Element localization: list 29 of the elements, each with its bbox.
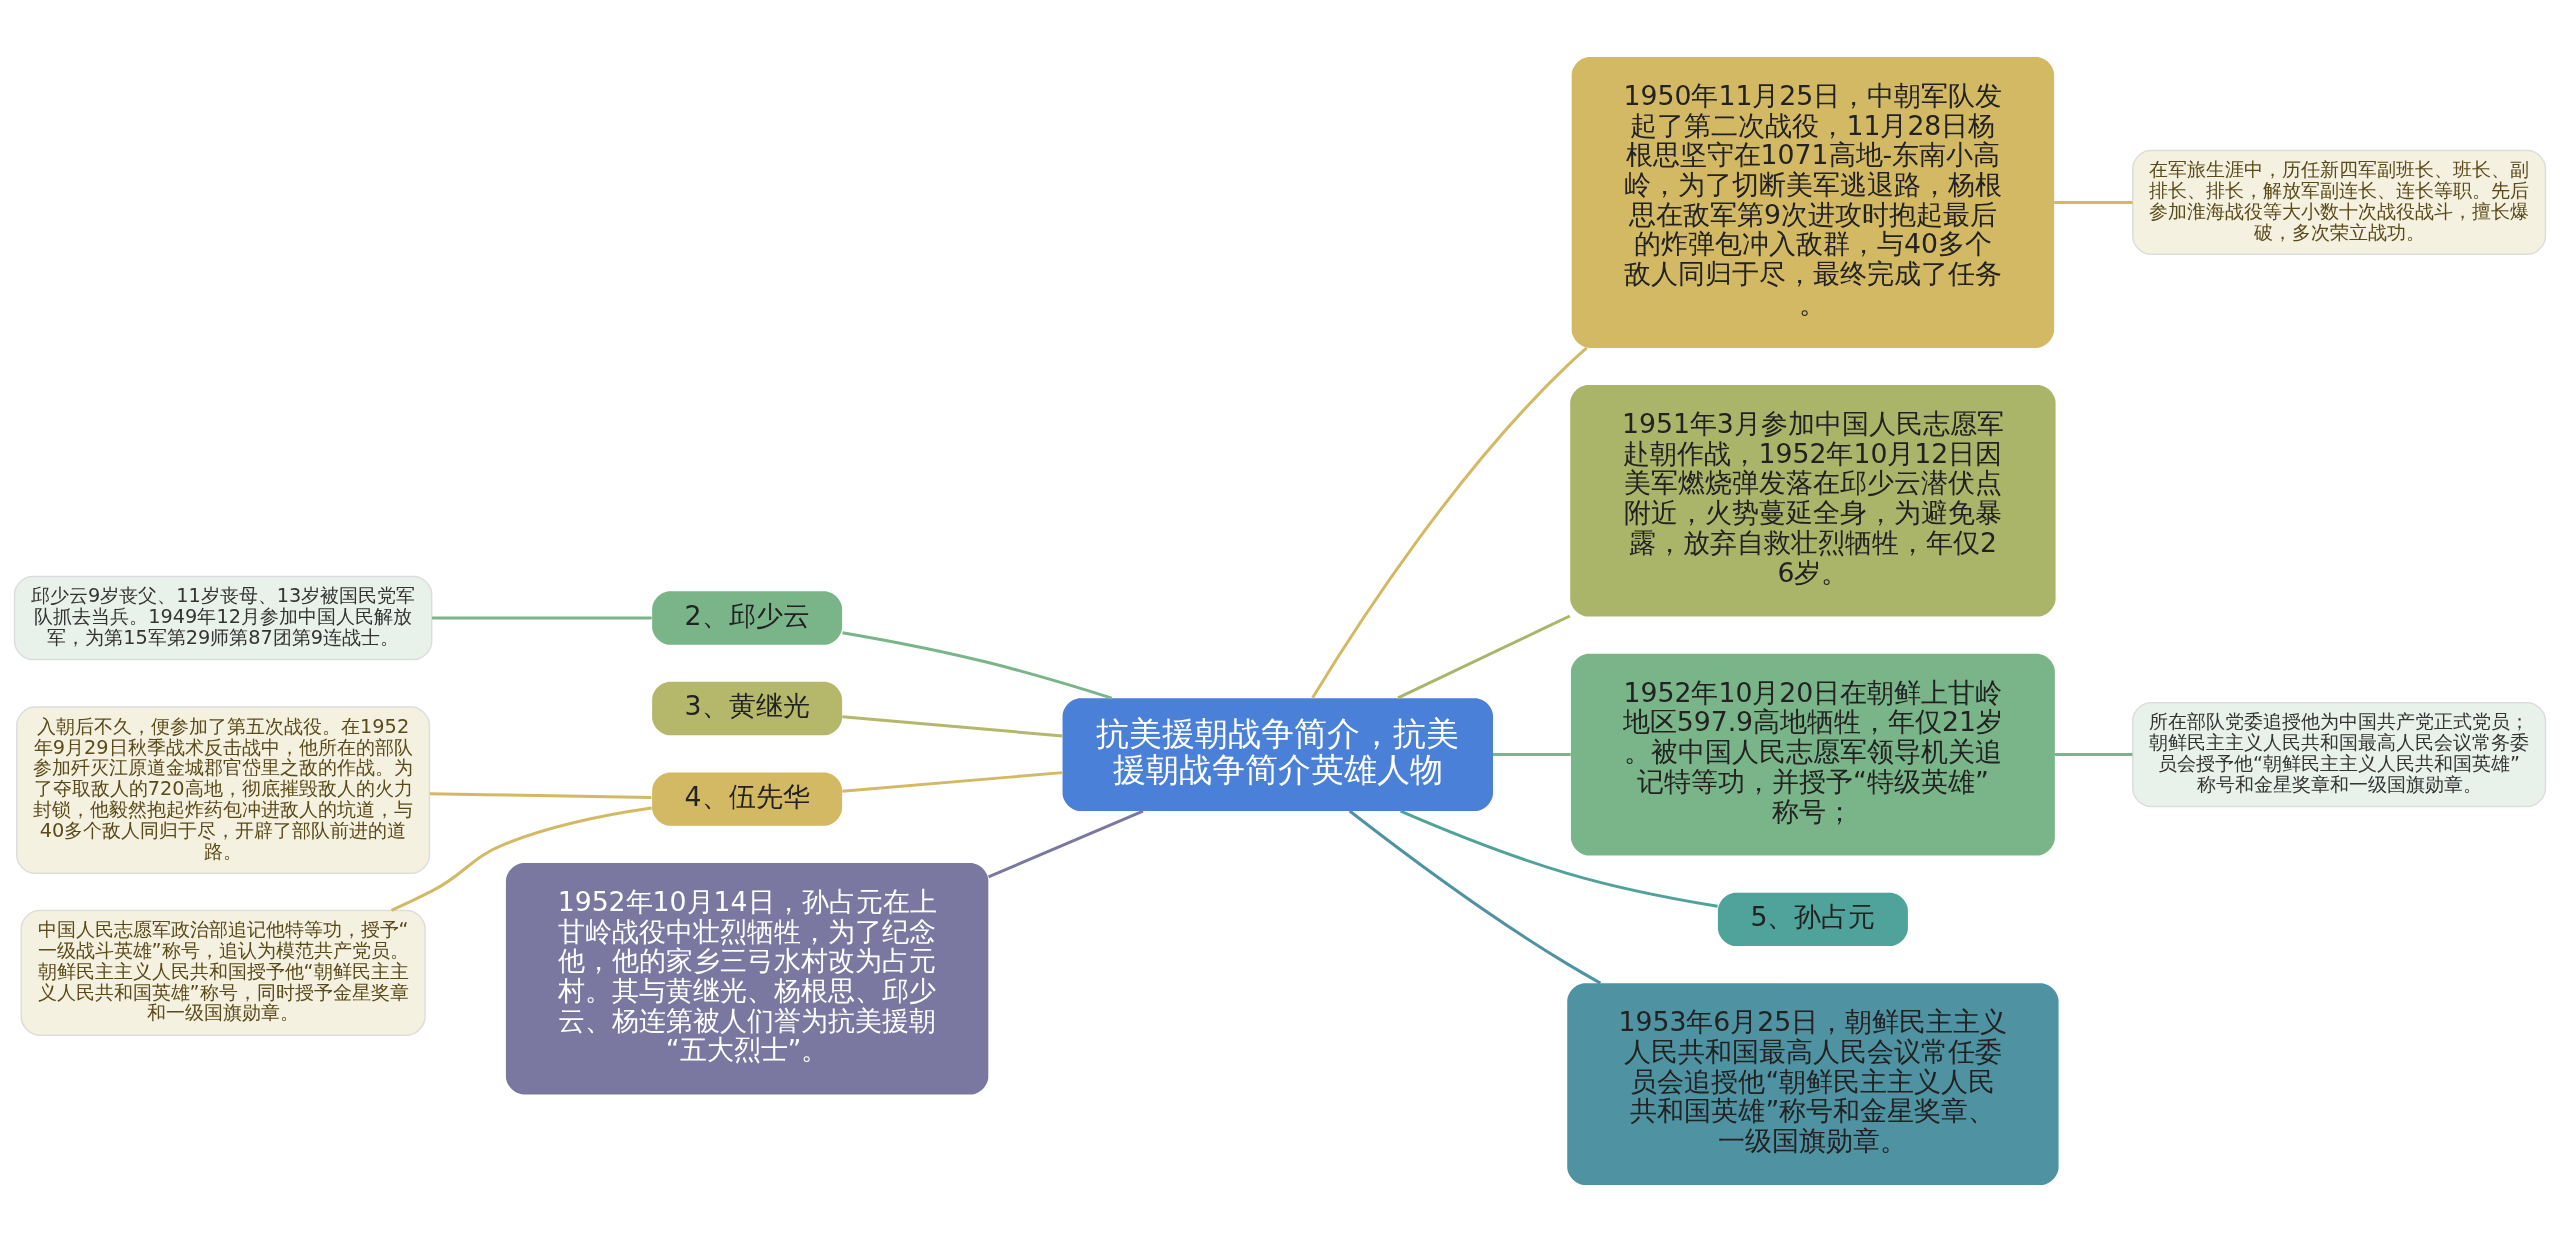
node-box: 3、黄继光 [652, 681, 843, 735]
node-box: 在军旅生涯中，历任新四军副班长、班长、副排长、排长，解放军副连长、连长等职。先后参加淮海战役等大小数十次战役战斗，擅长爆破，多次荣立战功。 [2132, 149, 2547, 255]
node-box: 1952年10月14日，孙占元在上甘岭战役中壮烈牺牲，为了纪念他，他的家乡三弓水村改为占元村。其与黄继光、杨根思、邱少云、杨连第被人们誉为抗美援朝“五大烈士”。 [505, 862, 989, 1094]
node-box: 5、孙占元 [1717, 892, 1908, 946]
connector [842, 714, 1063, 737]
node-box: 邱少云9岁丧父、11岁丧母、13岁被国民党军队抓去当兵。1949年12月参加中国人民解放军，为第15军第29师第87团第9连战士。 [13, 575, 433, 660]
node-box: 4、伍先华 [652, 771, 843, 826]
connector [2054, 752, 2133, 756]
connector [987, 809, 1144, 878]
connector [842, 630, 1113, 699]
node-box: 2、邱少云 [652, 590, 843, 645]
connector [432, 616, 652, 619]
connector [1348, 809, 1602, 984]
connector [390, 806, 652, 912]
node-box: 所在部队党委追授他为中国共产党正式党员；朝鲜民主主义人民共和国最高人民会议常务委员会授予他“朝鲜民主主义人民共和国英雄”称号和金星奖章和一级国旗勋章。 [2132, 701, 2547, 807]
connector [1311, 346, 1588, 698]
node-box: 抗美援朝战争简介，抗美援朝战争简介英雄人物 [1062, 697, 1493, 811]
node-box: 入朝后不久，便参加了第五次战役。在1952年9月29日秋季战术反击战中，他所在的部队参加歼灭江原道金城郡官岱里之敌的作战。为了夺取敌人的720高地，彻底摧毁敌人的火力封锁，他毅然抱起炸药包冲进敌人的坑道，与40多个敌人同归于尽，开辟了部队前进的道路。 [16, 705, 431, 874]
connector [1397, 614, 1571, 699]
node-box: 1952年10月20日在朝鲜上甘岭地区597.9高地牺牲，年仅21岁。被中国人民志愿军领导机关追记特等功，并授予“特级英雄”称号； [1570, 653, 2055, 856]
connector [2054, 200, 2133, 204]
connector [1493, 752, 1571, 756]
connector [1400, 809, 1718, 908]
node-box: 1950年11月25日，中朝军队发起了第二次战役，11月28日杨根思坚守在1071高地-东南小高岭，为了切断美军逃退路，杨根思在敌军第9次进攻时抱起最后的炸弹包冲入敌群，与40多个敌人同归于尽，最终完成了任务。 [1571, 56, 2055, 348]
connector [842, 770, 1063, 793]
connector [429, 791, 652, 799]
node-box: 1951年3月参加中国人民志愿军赴朝作战，1952年10月12日因美军燃烧弹发落在邱少云潜伏点附近，火势蔓延全身，为避免暴露，放弃自救壮烈牺牲，年仅26岁。 [1570, 384, 2056, 617]
node-box: 中国人民志愿军政治部追记他特等功，授予“一级战斗英雄”称号，追认为模范共产党员。朝鲜民主主义人民共和国授予他“朝鲜民主主义人民共和国英雄”称号，同时授予金星奖章和一级国旗勋章。 [20, 909, 426, 1036]
node-box: 1953年6月25日，朝鲜民主主义人民共和国最高人民会议常任委员会追授他“朝鲜民主主义人民共和国英雄”称号和金星奖章、一级国旗勋章。 [1567, 982, 2059, 1185]
